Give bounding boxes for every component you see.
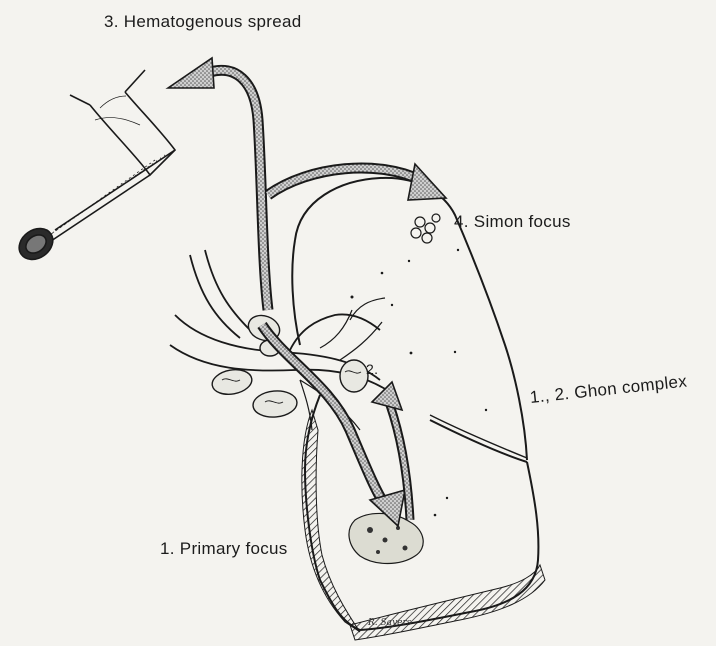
hematogenous-spread-label: 3. Hematogenous spread bbox=[104, 12, 302, 32]
trachea bbox=[13, 70, 175, 266]
lymph-step-label: 2. bbox=[366, 361, 378, 377]
simon-focus-nodules bbox=[411, 214, 440, 243]
simon-focus-label: 4. Simon focus bbox=[454, 212, 571, 232]
primary-focus-arrow bbox=[262, 325, 405, 526]
primary-focus-lesion bbox=[349, 513, 423, 563]
diaphragm-rim bbox=[350, 565, 545, 640]
hematogenous-spread-arrow bbox=[168, 58, 268, 310]
hilar-lymph-nodes bbox=[210, 311, 368, 419]
artist-signature: R. Sayers bbox=[368, 618, 411, 628]
primary-focus-label: 1. Primary focus bbox=[160, 539, 288, 559]
lung-fissure bbox=[430, 415, 527, 458]
